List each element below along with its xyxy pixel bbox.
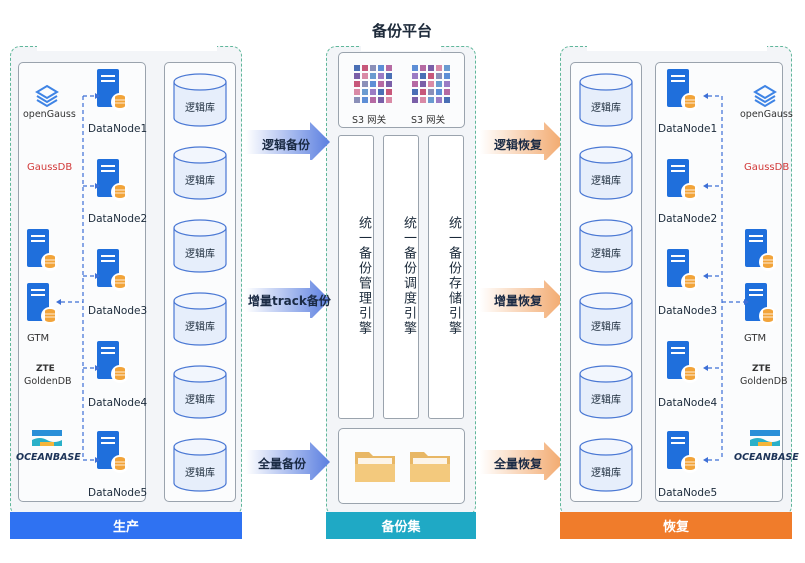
logic-db-label: 逻辑库 xyxy=(185,103,215,114)
oceanbase-logo-icon xyxy=(750,430,780,446)
folder-icon xyxy=(410,452,450,482)
datanode-label: DataNode4 xyxy=(658,397,718,409)
zte-logo-text: ZTE xyxy=(752,364,771,374)
datanode-server-icon xyxy=(666,340,699,384)
logic-db-label: 逻辑库 xyxy=(591,468,621,479)
datanode-server-icon xyxy=(666,158,699,202)
s3-gateway-label: S3 网关 xyxy=(352,115,387,126)
gtm-server-icon xyxy=(26,282,59,326)
datanode-label: DataNode4 xyxy=(88,397,148,409)
datanode-server-icon xyxy=(666,68,699,112)
gtm-server-icon xyxy=(744,282,777,326)
full-backup-label: 全量备份 xyxy=(258,457,307,471)
full-restore-label: 全量恢复 xyxy=(494,457,543,471)
datanode-label: DataNode2 xyxy=(658,213,718,225)
incremental-restore-label: 增量恢复 xyxy=(494,294,543,308)
opengauss-logo-icon xyxy=(35,84,59,108)
datanode-server-icon xyxy=(666,248,699,292)
full-restore-arrow xyxy=(480,442,564,480)
datanode-label: DataNode1 xyxy=(658,123,718,135)
backup-management-engine: 统一备份管理引擎 xyxy=(338,135,374,419)
datanode-server-icon xyxy=(96,430,129,474)
logic-db-label: 逻辑库 xyxy=(591,176,621,187)
datanode-label: DataNode5 xyxy=(88,487,148,499)
goldendb-logo-text: GoldenDB xyxy=(740,376,788,387)
logic-restore-label: 逻辑恢复 xyxy=(494,138,543,152)
oceanbase-logo-text: OCEANBASE xyxy=(734,452,799,463)
datanode-server-icon xyxy=(96,158,129,202)
logic-db-label: 逻辑库 xyxy=(591,395,621,406)
logic-backup-arrow xyxy=(246,122,330,160)
logic-db-label: 逻辑库 xyxy=(185,249,215,260)
datanode-server-icon xyxy=(96,68,129,112)
datanode-server-icon xyxy=(96,248,129,292)
gaussdb-logo-text: GaussDB xyxy=(27,162,73,173)
logic-restore-arrow xyxy=(480,122,564,160)
platform-title: 备份平台 xyxy=(372,22,433,40)
recovery-connector-lines xyxy=(703,93,749,463)
production-connector-lines xyxy=(56,93,100,463)
incremental-restore-arrow xyxy=(480,280,564,318)
logic-db-label: 逻辑库 xyxy=(185,395,215,406)
production-footer: 生产 xyxy=(10,512,242,539)
gtm-label: GTM xyxy=(27,333,50,344)
datanode-label: DataNode1 xyxy=(88,123,148,135)
backup-scheduling-engine: 统一备份调度引擎 xyxy=(383,135,419,419)
gtm-label: GTM xyxy=(744,333,767,344)
opengauss-logo-text: openGauss xyxy=(740,109,793,120)
logic-db-cylinder: 逻辑库 xyxy=(578,291,634,347)
s3-gateway-icon xyxy=(412,65,450,103)
logic-db-label: 逻辑库 xyxy=(591,249,621,260)
oceanbase-logo-icon xyxy=(32,430,62,446)
gtm-server-icon xyxy=(26,228,59,272)
engine-label: 统一备份管理引擎 xyxy=(356,216,371,336)
logic-db-cylinder: 逻辑库 xyxy=(578,72,634,128)
datanode-label: DataNode5 xyxy=(658,487,718,499)
logic-db-label: 逻辑库 xyxy=(591,103,621,114)
datanode-server-icon xyxy=(666,430,699,474)
full-backup-arrow xyxy=(246,442,330,480)
logic-db-cylinder: 逻辑库 xyxy=(578,145,634,201)
logic-db-cylinder: 逻辑库 xyxy=(172,437,228,493)
s3-gateway-icon xyxy=(354,65,392,103)
incremental-backup-arrow xyxy=(246,280,330,318)
incremental-backup-label: 增量track备份 xyxy=(248,294,331,308)
logic-db-label: 逻辑库 xyxy=(185,176,215,187)
logic-backup-label: 逻辑备份 xyxy=(262,138,311,152)
s3-gateway-label: S3 网关 xyxy=(411,115,446,126)
datanode-label: DataNode2 xyxy=(88,213,148,225)
datanode-label: DataNode3 xyxy=(88,305,148,317)
logic-db-cylinder: 逻辑库 xyxy=(172,72,228,128)
production-logic-db-box xyxy=(164,62,236,502)
engine-label: 统一备份调度引擎 xyxy=(401,216,416,336)
gaussdb-logo-text: GaussDB xyxy=(744,162,790,173)
logic-db-cylinder: 逻辑库 xyxy=(578,437,634,493)
backup-set-footer: 备份集 xyxy=(326,512,476,539)
datanode-label: DataNode3 xyxy=(658,305,718,317)
logic-db-cylinder: 逻辑库 xyxy=(172,218,228,274)
oceanbase-logo-text: OCEANBASE xyxy=(16,452,81,463)
datanode-server-icon xyxy=(96,340,129,384)
gtm-server-icon xyxy=(744,228,777,272)
opengauss-logo-text: openGauss xyxy=(23,109,76,120)
logic-db-label: 逻辑库 xyxy=(185,322,215,333)
logic-db-cylinder: 逻辑库 xyxy=(578,218,634,274)
logic-db-cylinder: 逻辑库 xyxy=(578,364,634,420)
logic-db-cylinder: 逻辑库 xyxy=(172,291,228,347)
zte-logo-text: ZTE xyxy=(36,364,55,374)
folder-icon xyxy=(355,452,395,482)
logic-db-cylinder: 逻辑库 xyxy=(172,364,228,420)
backup-storage-engine: 统一备份存储引擎 xyxy=(428,135,464,419)
logic-db-label: 逻辑库 xyxy=(591,322,621,333)
goldendb-logo-text: GoldenDB xyxy=(24,376,72,387)
logic-db-cylinder: 逻辑库 xyxy=(172,145,228,201)
logic-db-label: 逻辑库 xyxy=(185,468,215,479)
recovery-logic-db-box xyxy=(570,62,642,502)
recovery-footer: 恢复 xyxy=(560,512,792,539)
opengauss-logo-icon xyxy=(753,84,777,108)
engine-label: 统一备份存储引擎 xyxy=(446,216,461,336)
